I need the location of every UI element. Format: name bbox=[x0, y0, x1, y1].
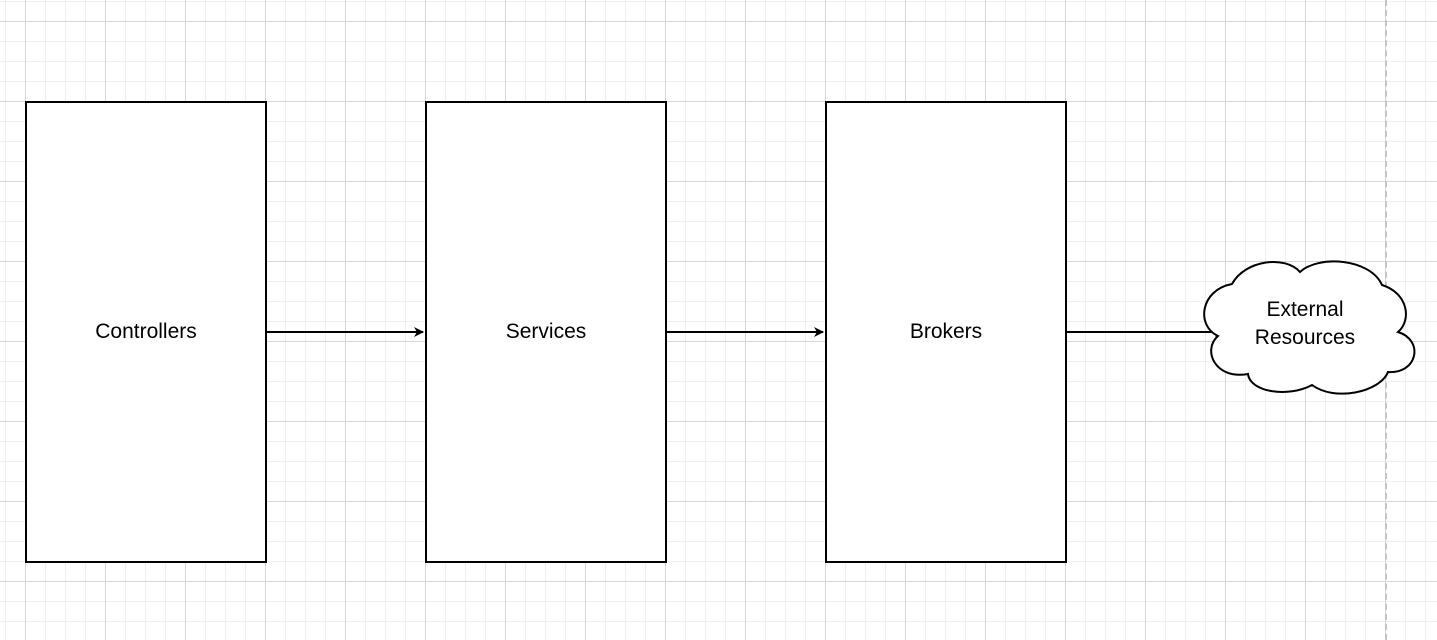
services-label: Services bbox=[505, 320, 587, 343]
external-resources-label-line-2: Resources bbox=[1254, 326, 1356, 349]
external-resources-label-line-1: External bbox=[1266, 298, 1344, 321]
controllers-label: Controllers bbox=[95, 320, 197, 343]
controllers-box[interactable]: Controllers bbox=[25, 101, 267, 563]
brokers-label: Brokers bbox=[909, 320, 983, 343]
external-resources-label: External Resources bbox=[1200, 296, 1410, 352]
services-box[interactable]: Services bbox=[425, 101, 667, 563]
external-resources-cloud[interactable] bbox=[1203, 260, 1416, 395]
brokers-box[interactable]: Brokers bbox=[825, 101, 1067, 563]
